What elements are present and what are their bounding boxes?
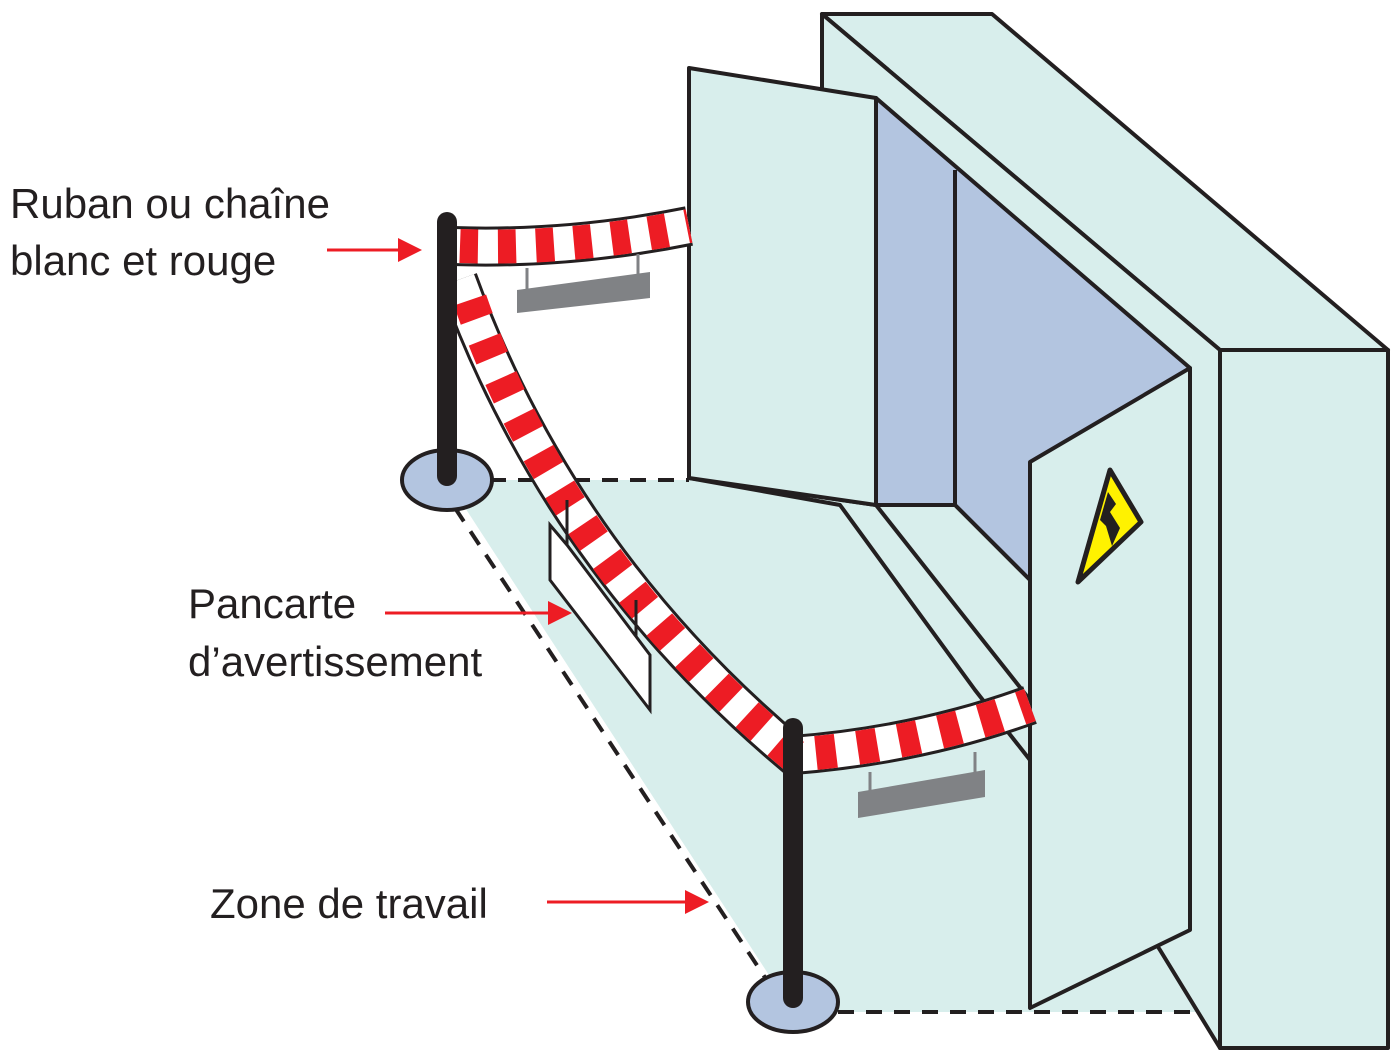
red-white-tape <box>439 206 1037 776</box>
label-ribbon-line2: blanc et rouge <box>10 237 276 284</box>
arrow-icon <box>327 238 709 914</box>
label-work-zone: Zone de travail <box>210 880 488 927</box>
stanchion-post-right <box>746 718 840 1034</box>
label-sign-line2: d’avertissement <box>188 638 482 685</box>
hanging-sign-top <box>517 254 650 313</box>
stanchion-post-left <box>400 212 494 512</box>
cabinet-front-column <box>1218 348 1390 1050</box>
right-door <box>1028 366 1192 1010</box>
hanging-sign-front <box>858 752 985 818</box>
left-door <box>687 66 878 507</box>
label-sign-line1: Pancarte <box>188 580 356 627</box>
work-zone-boundary <box>453 478 1220 1014</box>
electrical-hazard-icon <box>1075 467 1144 585</box>
warning-placard <box>548 500 652 715</box>
label-ribbon-line1: Ruban ou chaîne <box>10 180 330 227</box>
electrical-cabinet <box>687 12 1390 1050</box>
